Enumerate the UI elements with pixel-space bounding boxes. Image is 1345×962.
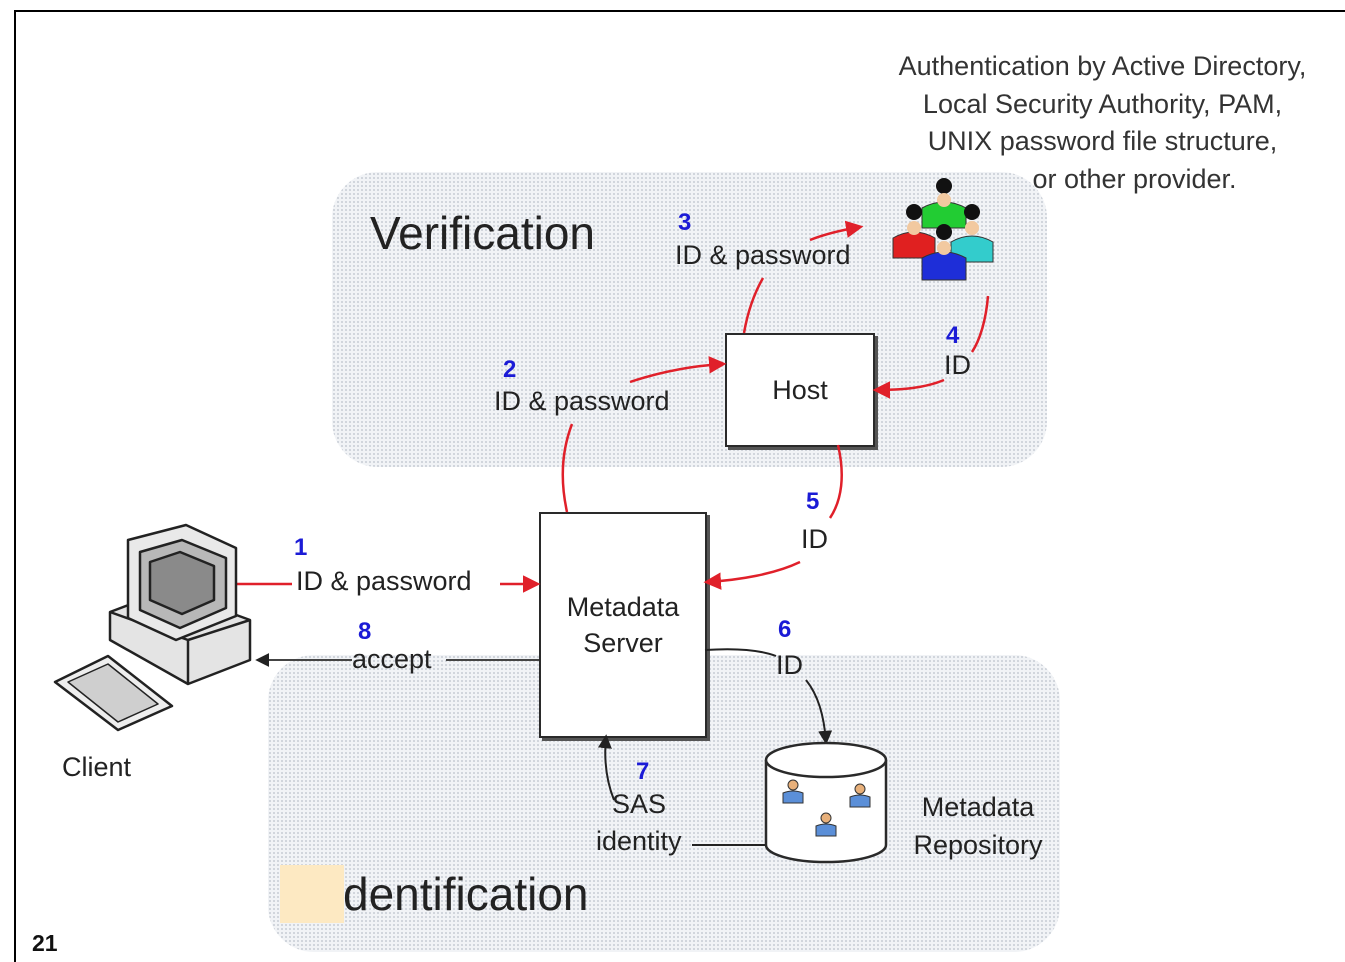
metadata-repository-label-2: Repository bbox=[913, 830, 1043, 860]
step-7-label-1: SAS bbox=[612, 789, 667, 819]
metadata-repository-label: Metadata Repository bbox=[898, 788, 1058, 864]
provider-note-line-4: or other provider. bbox=[1032, 163, 1237, 194]
step-1-label: ID & password bbox=[296, 566, 472, 596]
step-8-label: accept bbox=[352, 644, 432, 674]
repository-user-icon bbox=[815, 812, 837, 837]
identification-title: dentification bbox=[343, 868, 589, 920]
step-6-label: ID bbox=[776, 650, 803, 680]
page-number: 21 bbox=[32, 930, 58, 956]
client-computer-icon bbox=[53, 523, 252, 732]
metadata-repository-label-1: Metadata bbox=[921, 792, 1035, 822]
client-label: Client bbox=[62, 752, 132, 782]
step-2-number: 2 bbox=[503, 356, 517, 383]
repository-user-icon bbox=[849, 783, 871, 808]
step-6-number: 6 bbox=[778, 616, 792, 643]
slide-frame-top bbox=[14, 10, 1345, 12]
flow-arrow-3 bbox=[742, 227, 860, 334]
flow-arrow-5 bbox=[707, 444, 843, 582]
flow-arrow-4 bbox=[876, 295, 990, 390]
step-2-label: ID & password bbox=[494, 386, 670, 416]
users-group-icon bbox=[892, 178, 994, 281]
step-4-number: 4 bbox=[946, 322, 960, 349]
step-1-number: 1 bbox=[294, 534, 308, 561]
verification-title: Verification bbox=[370, 207, 596, 259]
step-3-number: 3 bbox=[678, 209, 692, 236]
flow-arrow-6 bbox=[704, 648, 826, 742]
step-4-label: ID bbox=[944, 350, 971, 380]
step-3-label: ID & password bbox=[675, 240, 851, 270]
host-label: Host bbox=[772, 374, 828, 405]
repository-user-icon bbox=[782, 779, 804, 804]
metadata-server-node: Metadata Server bbox=[539, 512, 707, 738]
provider-note-line-3: UNIX password file structure, bbox=[927, 126, 1278, 156]
host-node: Host bbox=[725, 333, 875, 447]
step-5-label: ID bbox=[801, 524, 828, 554]
step-7-number: 7 bbox=[636, 758, 650, 785]
step-5-number: 5 bbox=[806, 488, 820, 515]
step-8-number: 8 bbox=[358, 618, 372, 645]
metadata-repository-icon bbox=[764, 741, 888, 864]
step-7-label-2: identity bbox=[596, 826, 682, 856]
flow-arrow-2 bbox=[561, 364, 723, 513]
flow-arrow-7 bbox=[605, 737, 770, 846]
identification-zone bbox=[268, 655, 1060, 952]
verification-zone bbox=[332, 172, 1047, 467]
provider-note: Authentication by Active Directory, Loca… bbox=[860, 48, 1345, 198]
cover-patch bbox=[280, 865, 344, 923]
provider-note-line-1: Authentication by Active Directory, bbox=[898, 51, 1307, 81]
slide-frame-left bbox=[14, 10, 16, 962]
metadata-server-label-1: Metadata bbox=[566, 591, 680, 622]
metadata-server-label-2: Server bbox=[583, 628, 663, 658]
provider-note-line-2: Local Security Authority, PAM, bbox=[922, 88, 1283, 119]
